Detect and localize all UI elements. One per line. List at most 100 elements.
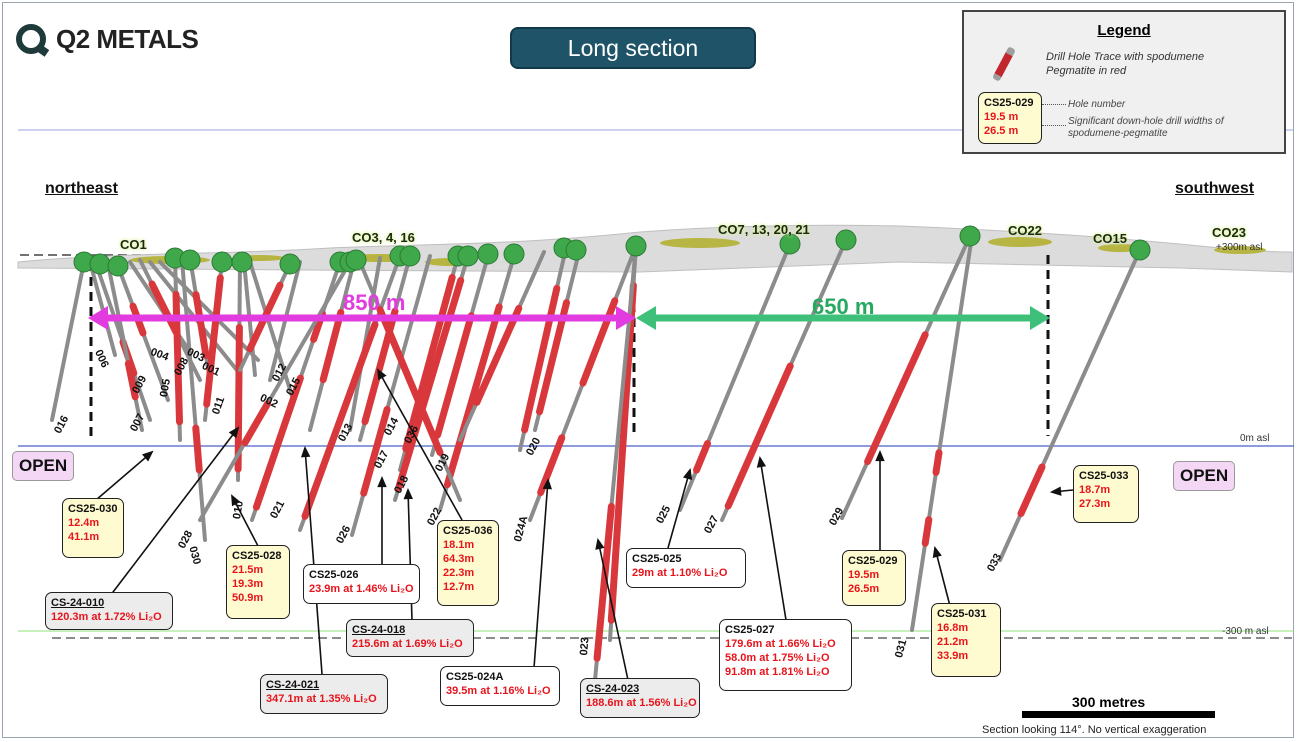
callout-interval: 23.9m at 1.46% Li₂O [309, 583, 414, 595]
callout-interval: 26.5m [848, 583, 880, 595]
legend-sample-callout: CS25-029 19.5 m 26.5 m [978, 92, 1042, 144]
callout-hole: CS25-033 [1079, 470, 1129, 482]
scale-bar-label: 300 metres [1072, 694, 1146, 710]
callout-interval: 21.5m [232, 564, 264, 576]
callout-arrowhead [756, 455, 767, 468]
collar-marker [959, 225, 981, 247]
pegmatite-intercept [148, 280, 180, 336]
callout-cs-24-023: CS-24-023 188.6m at 1.56% Li₂O [580, 678, 700, 718]
drill-hole-trace [106, 262, 144, 432]
callout-hole: CS-24-023 [586, 683, 640, 695]
pegmatite-intercept [301, 321, 379, 520]
callout-arrowhead [1049, 486, 1062, 496]
callout-interval: 179.6m at 1.66% Li₂O [725, 638, 836, 650]
section-title: Long section [510, 27, 756, 69]
legend-trace-desc: Drill Hole Trace with spodumene Pegmatit… [1046, 51, 1205, 77]
callout-leader [934, 547, 951, 607]
callout-interval: 22.3m [443, 567, 475, 579]
callout-arrowhead [300, 445, 311, 458]
callout-arrowhead [875, 449, 885, 462]
pegmatite-intercept [376, 306, 444, 456]
pegmatite-intercept [921, 516, 933, 547]
callout-cs-24-018: CS-24-018 215.6m at 1.69% Li₂O [346, 619, 474, 657]
callout-leader [304, 447, 323, 675]
collar-marker [89, 253, 111, 275]
target-label: CO3, 4, 16 [352, 230, 415, 245]
leader-dots [1042, 104, 1066, 105]
leader-dots [1042, 125, 1066, 126]
elevation-zero: 0m asl [1240, 433, 1270, 444]
drill-hole-trace [910, 234, 974, 632]
pegmatite-intercept [192, 424, 203, 474]
callout-interval: 64.3m [443, 553, 475, 565]
collar-marker [179, 249, 201, 271]
callout-arrowhead [682, 468, 693, 481]
callout-interval: 29m at 1.10% Li₂O [632, 567, 728, 579]
callout-interval: 33.9m [937, 650, 969, 662]
target-label: CO15 [1093, 231, 1127, 246]
legend-panel: Legend Drill Hole Trace with spodumene P… [962, 10, 1286, 154]
callout-hole: CS25-026 [309, 569, 359, 581]
drill-hole-trace [50, 260, 86, 422]
callout-interval: 215.6m at 1.69% Li₂O [352, 638, 463, 650]
scale-bar [1022, 711, 1215, 718]
collar-marker [779, 233, 801, 255]
callout-cs25-026: CS25-026 23.9m at 1.46% Li₂O [303, 564, 420, 604]
drill-hole-trace [198, 260, 352, 522]
callout-interval: 58.0m at 1.75% Li₂O [725, 652, 830, 664]
callout-interval: 188.6m at 1.56% Li₂O [586, 697, 697, 709]
elevation-top: +300m asl [1216, 242, 1263, 253]
callout-cs25-025: CS25-025 29m at 1.10% Li₂O [626, 548, 746, 588]
callout-hole: CS25-036 [443, 525, 493, 537]
pegmatite-intercept [693, 440, 711, 474]
callout-arrowhead [376, 368, 387, 381]
q2-logo-icon [16, 24, 46, 54]
hole-label: 023 [578, 636, 592, 657]
dimension-650 [636, 306, 1050, 330]
callout-cs-24-010: CS-24-010 120.3m at 1.72% Li₂O [45, 592, 173, 630]
elevation-bottom: -300 m asl [1222, 626, 1269, 637]
callout-interval: 27.3m [1079, 498, 1111, 510]
callout-arrowhead [142, 450, 154, 462]
collar-marker [279, 253, 301, 275]
callout-hole: CS25-024A [446, 671, 504, 683]
target-label: CO22 [1008, 223, 1042, 238]
open-badge-left: OPEN [12, 451, 75, 481]
callout-leader [667, 469, 691, 549]
pegmatite-intercept [724, 362, 794, 510]
pegmatite-intercept [203, 274, 224, 408]
callout-cs25-024a: CS25-024A 39.5m at 1.16% Li₂O [440, 666, 560, 706]
pegmatite-intercept [537, 434, 566, 497]
pegmatite-intercept [402, 273, 456, 453]
callout-hole: CS25-027 [725, 624, 775, 636]
callout-interval: 19.3m [232, 578, 264, 590]
callout-interval: 41.1m [68, 531, 100, 543]
callout-interval: 39.5m at 1.16% Li₂O [446, 685, 551, 697]
direction-northeast: northeast [45, 180, 118, 197]
collar-marker [625, 235, 647, 257]
callout-cs25-027: CS25-027 179.6m at 1.66% Li₂O 58.0m at 1… [719, 619, 852, 691]
collar-marker [1129, 239, 1151, 261]
callout-hole: CS25-025 [632, 553, 682, 565]
callout-arrowhead [403, 487, 413, 500]
callout-arrowhead [377, 475, 387, 488]
pegmatite-intercept [241, 400, 271, 447]
callout-interval: 18.1m [443, 539, 475, 551]
callout-hole: CS-24-010 [51, 597, 105, 609]
callout-interval: 50.9m [232, 592, 264, 604]
callout-cs25-028: CS25-028 21.5m 19.3m 50.9m [226, 545, 290, 619]
legend-sample-hole: CS25-029 [984, 97, 1034, 109]
callout-leader [95, 451, 153, 501]
callout-interval: 91.8m at 1.81% Li₂O [725, 666, 830, 678]
legend-title: Legend [1097, 22, 1151, 39]
callout-hole: CS-24-021 [266, 679, 320, 691]
callout-leader [597, 539, 629, 681]
callout-cs25-033: CS25-033 18.7m 27.3m [1073, 465, 1139, 523]
dimension-650-label: 650 m [812, 294, 875, 319]
callout-hole: CS25-030 [68, 503, 118, 515]
callout-hole: CS25-028 [232, 550, 282, 562]
callout-cs25-031: CS25-031 16.8m 21.2m 33.9m [931, 603, 1001, 677]
callout-arrowhead [231, 494, 241, 507]
